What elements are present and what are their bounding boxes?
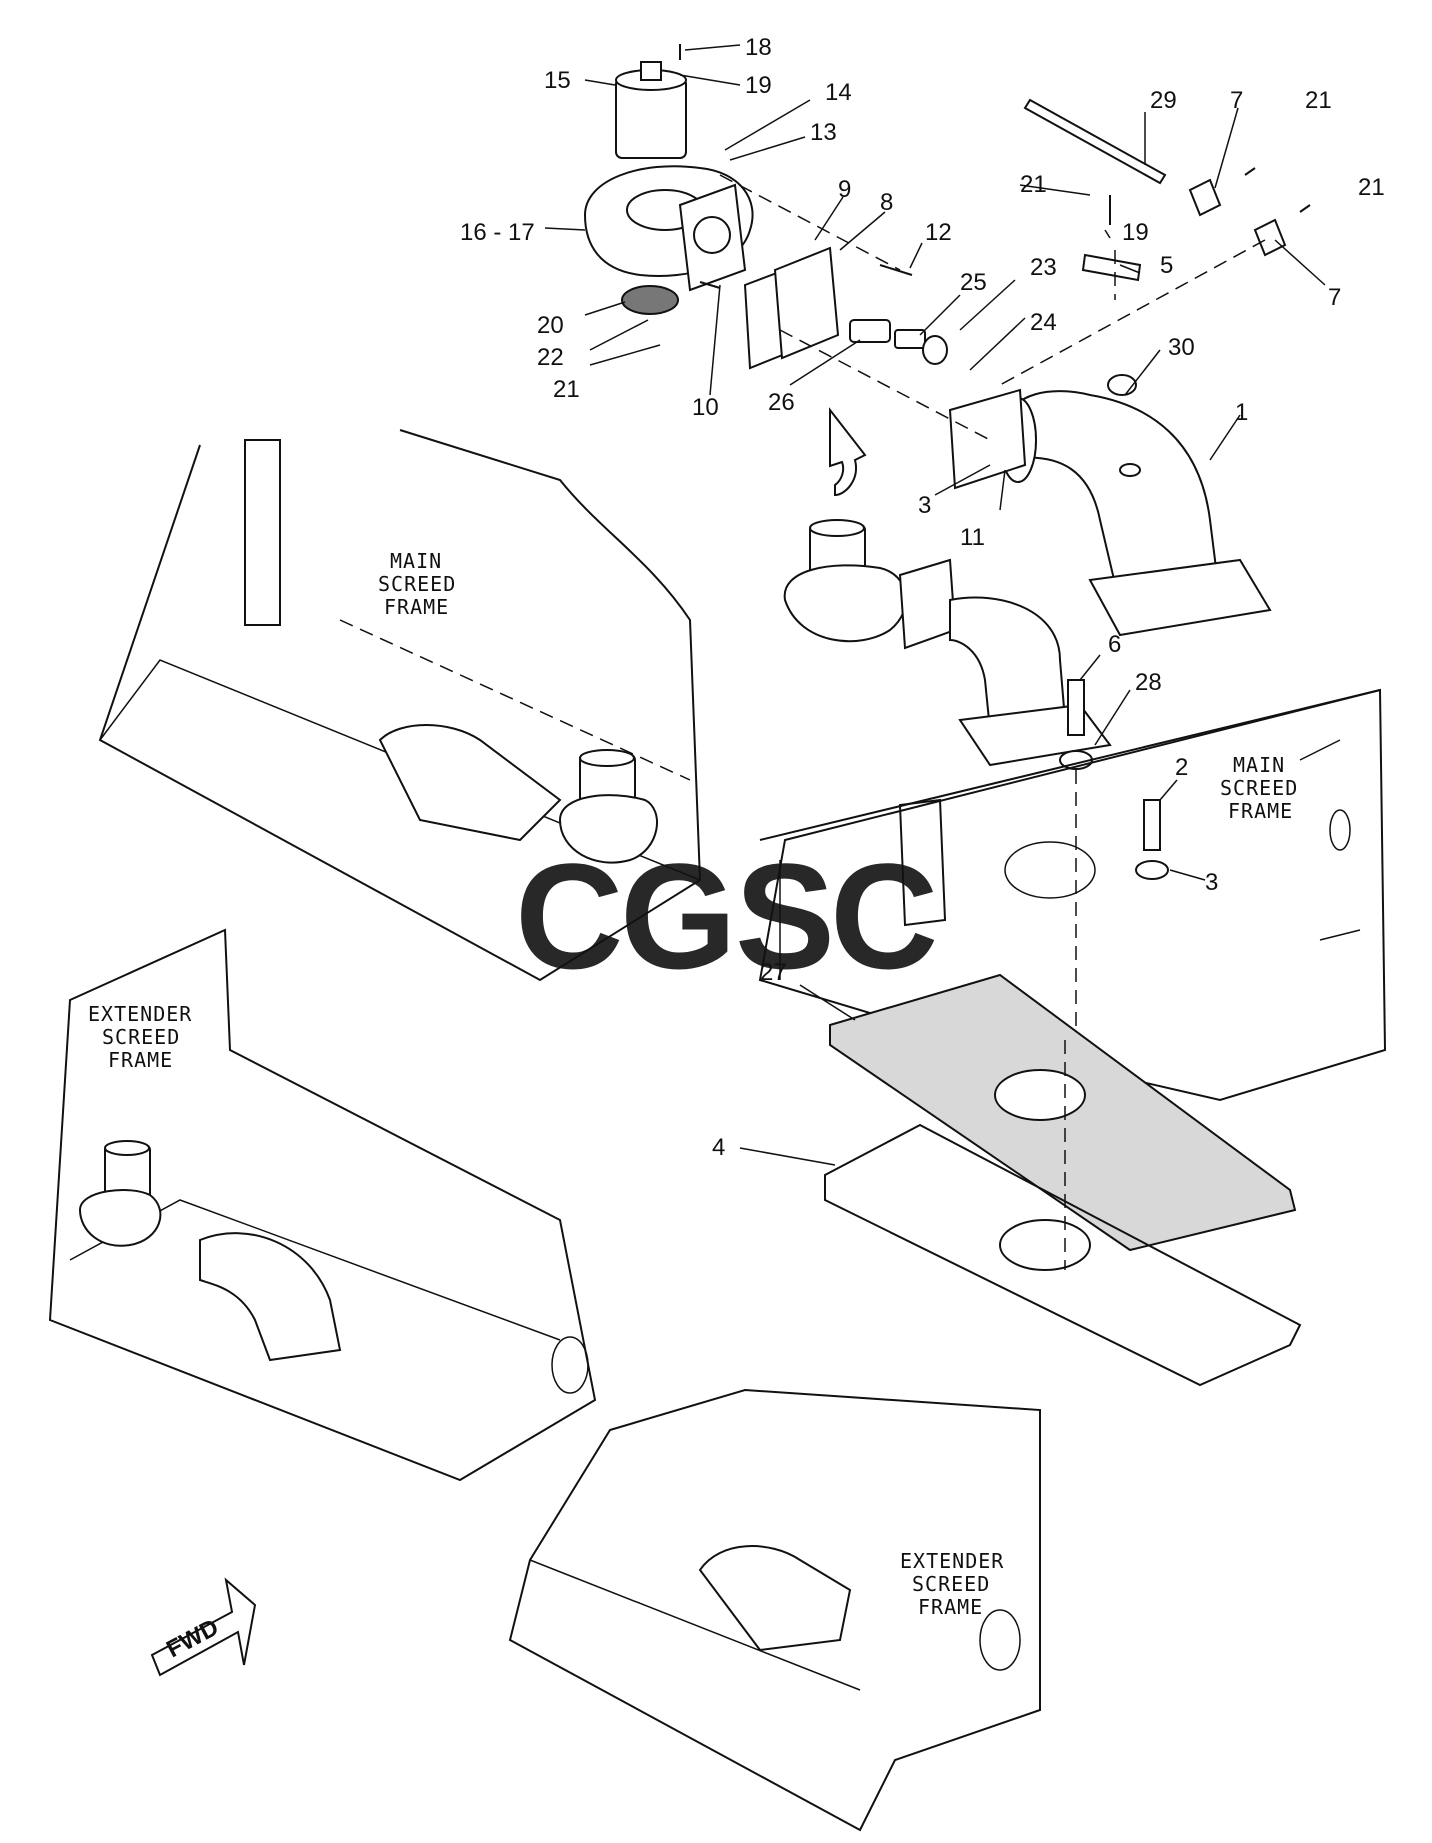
callout-6: 6 xyxy=(1108,631,1121,658)
watermark-letter-g: G xyxy=(620,832,737,1000)
main-screed-frame-right xyxy=(758,688,1387,1102)
callout-14: 14 xyxy=(825,79,852,106)
frame-label-main-top: MAIN SCREED FRAME xyxy=(378,549,456,619)
callout-20: 20 xyxy=(537,312,564,339)
main-top-line2: SCREED xyxy=(378,572,456,596)
ext-left-line3: FRAME xyxy=(108,1048,173,1072)
callout-27: 27 xyxy=(760,959,787,986)
callout-10: 10 xyxy=(692,394,719,421)
callout-13: 13 xyxy=(810,119,837,146)
callout-21-right: 21 xyxy=(1358,174,1385,201)
ext-left-line1: EXTENDER xyxy=(88,1002,192,1026)
callout-19-top: 19 xyxy=(745,72,772,99)
callout-7-right: 7 xyxy=(1328,284,1341,311)
ext-bottom-line2: SCREED xyxy=(912,1572,990,1596)
callout-3-top: 3 xyxy=(918,492,931,519)
exploded-blower-assembly xyxy=(583,44,1311,637)
callout-21-mid: 21 xyxy=(1020,171,1047,198)
main-right-line3: FRAME xyxy=(1228,799,1293,823)
callout-4: 4 xyxy=(712,1134,725,1161)
callout-25: 25 xyxy=(960,269,987,296)
callout-24: 24 xyxy=(1030,309,1057,336)
watermark-logo: C G S C xyxy=(515,832,938,1000)
extender-screed-frame-left xyxy=(48,928,597,1482)
watermark-letter-s: S xyxy=(735,832,835,1000)
main-screed-frame-left xyxy=(98,429,702,982)
callout-29: 29 xyxy=(1150,87,1177,114)
main-right-line2: SCREED xyxy=(1220,776,1298,800)
callout-23: 23 xyxy=(1030,254,1057,281)
callout-numbers: 1 2 3 3 4 5 6 7 7 8 9 10 11 12 13 14 15 … xyxy=(460,34,1385,1161)
callout-28: 28 xyxy=(1135,669,1162,696)
watermark-letter-c1: C xyxy=(515,832,623,1000)
callout-7-top: 7 xyxy=(1230,87,1243,114)
ext-left-line2: SCREED xyxy=(102,1025,180,1049)
callout-16-17: 16 - 17 xyxy=(460,219,535,246)
frame-label-extender-bottom: EXTENDER SCREED FRAME xyxy=(900,1549,1004,1619)
callout-9: 9 xyxy=(838,176,851,203)
main-right-line1: MAIN xyxy=(1233,753,1285,777)
callout-2: 2 xyxy=(1175,754,1188,781)
frame-label-main-right: MAIN SCREED FRAME xyxy=(1220,753,1298,823)
callout-11: 11 xyxy=(960,524,985,551)
callout-1: 1 xyxy=(1235,399,1248,426)
callout-26: 26 xyxy=(768,389,795,416)
forward-direction-arrow: FWD xyxy=(150,1577,257,1677)
main-top-line3: FRAME xyxy=(384,595,449,619)
callout-12: 12 xyxy=(925,219,952,246)
main-top-line1: MAIN xyxy=(390,549,442,573)
gasket-and-mounting-plate xyxy=(824,973,1302,1387)
extender-screed-frame-bottom xyxy=(508,1388,1041,1832)
ext-bottom-line1: EXTENDER xyxy=(900,1549,1004,1573)
callout-18: 18 xyxy=(745,34,772,61)
callout-30: 30 xyxy=(1168,334,1195,361)
callout-8: 8 xyxy=(880,189,893,216)
callout-19-right: 19 xyxy=(1122,219,1149,246)
ext-bottom-line3: FRAME xyxy=(918,1595,983,1619)
callout-21-left: 21 xyxy=(553,376,580,403)
callout-22: 22 xyxy=(537,344,564,371)
callout-21-top: 21 xyxy=(1305,87,1332,114)
callout-3-right: 3 xyxy=(1205,869,1218,896)
callout-15: 15 xyxy=(544,67,571,94)
callout-5: 5 xyxy=(1160,252,1173,279)
frame-label-extender-left: EXTENDER SCREED FRAME xyxy=(88,1002,192,1072)
watermark-letter-c2: C xyxy=(830,832,938,1000)
callout-leader-lines xyxy=(544,44,1326,1166)
